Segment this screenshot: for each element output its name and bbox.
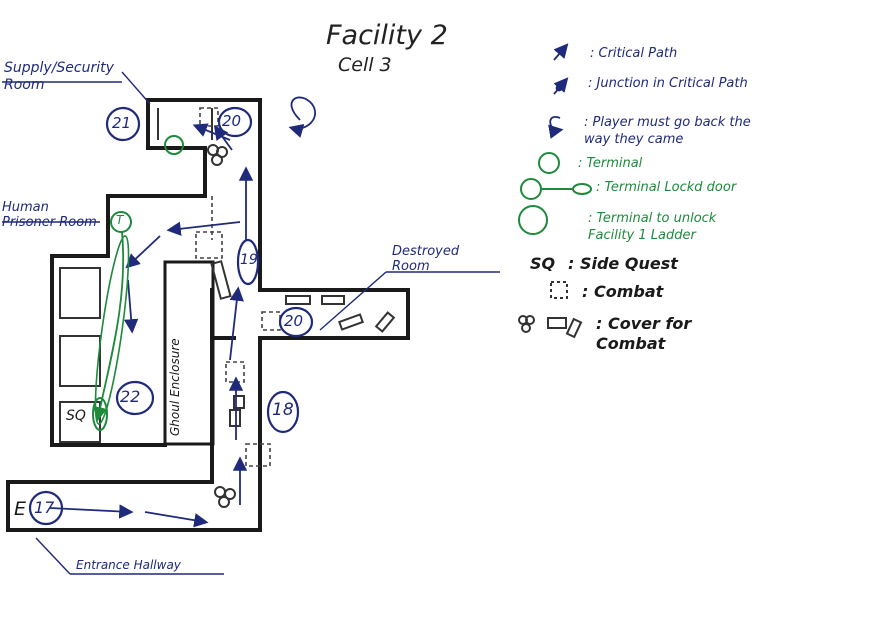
legend-junction: : Junction in Critical Path — [588, 76, 748, 91]
human-prisoner-room-label: Human Prisoner Room — [2, 200, 97, 230]
terminal-marker: T — [116, 213, 124, 227]
terminal-route-loop — [94, 235, 130, 425]
cover-objects — [207, 144, 396, 508]
legend-cover: : Cover for Combat — [596, 314, 692, 353]
room-details — [59, 108, 213, 443]
marker-17: 17 — [34, 498, 55, 517]
label-lines — [2, 71, 500, 575]
legend-terminal-symbols — [518, 152, 592, 235]
number-circles — [28, 106, 314, 526]
page-subtitle: Cell 3 — [338, 54, 392, 76]
ghoul-enclosure-label: Ghoul Enclosure — [168, 338, 182, 436]
legend-terminal-unlock: : Terminal to unlock Facility 1 Ladder — [588, 211, 717, 243]
legend-side-quest-symbol: SQ — [530, 254, 556, 273]
marker-21: 21 — [112, 114, 132, 132]
supply-security-room-label: Supply/Security Room — [4, 60, 114, 93]
marker-20-destroyed: 20 — [284, 312, 304, 330]
side-quest-marker: SQ — [66, 408, 86, 424]
page-title: Facility 2 — [326, 20, 448, 51]
map-walls — [6, 98, 410, 532]
legend-symbols — [548, 43, 569, 139]
marker-18: 18 — [272, 400, 294, 420]
combat-zones — [195, 107, 281, 467]
legend-go-back: : Player must go back the way they came — [584, 115, 751, 147]
destroyed-room-label: Destroyed Room — [392, 244, 460, 274]
entrance-hallway-label: Entrance Hallway — [76, 558, 181, 572]
legend-terminal: : Terminal — [578, 156, 643, 171]
legend-side-quest: : Side Quest — [568, 254, 678, 273]
terminal-route — [93, 231, 125, 422]
marker-19: 19 — [240, 252, 258, 268]
legend-terminal-locked-door: : Terminal Lockd door — [596, 180, 737, 195]
marker-20-supply: 20 — [222, 112, 242, 130]
entrance-marker: E — [14, 498, 27, 520]
legend-cover-symbols — [518, 281, 583, 339]
terminal-circles — [92, 135, 184, 431]
go-back-arrow — [288, 96, 316, 138]
critical-path — [49, 123, 254, 528]
legend-critical-path: : Critical Path — [590, 46, 678, 61]
legend-combat: : Combat — [582, 282, 664, 301]
marker-22: 22 — [120, 387, 141, 406]
